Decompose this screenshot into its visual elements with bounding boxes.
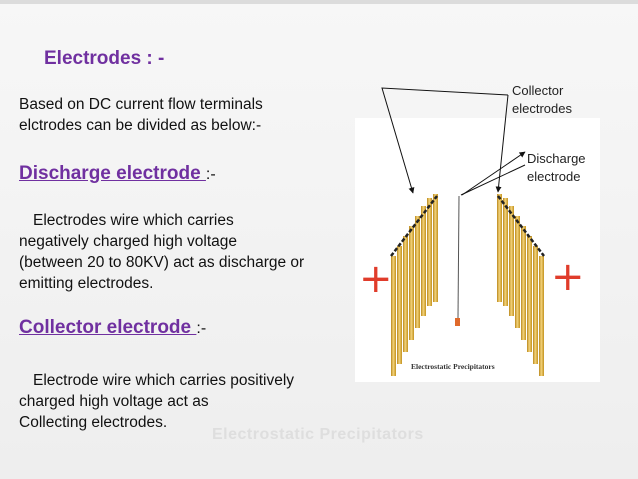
slide-heading: Electrodes : - (44, 48, 165, 69)
figure-caption: Electrostatic Precipitators (411, 362, 495, 371)
discharge-wire (455, 195, 460, 326)
intro-line-1: Based on DC current flow terminals (19, 96, 263, 113)
precipitator-diagram: + + (359, 194, 585, 376)
collector-electrode-heading: Collector electrode :- (19, 317, 206, 339)
figure-watermark: Electrostatic Precipitators (212, 426, 424, 443)
precipitator-figure: + + (355, 118, 600, 382)
collector-line-3: Collecting electrodes. (19, 414, 168, 431)
collector-electrode-title: Collector electrode (19, 317, 197, 338)
collector-line-1: Electrode wire which carries positively (33, 372, 295, 389)
callout-discharge-line-1: Discharge (527, 151, 586, 166)
discharge-description: Electrodes wire which carries negatively… (19, 210, 304, 294)
top-divider (0, 0, 638, 4)
callout-discharge-electrode: Discharge electrode (527, 150, 586, 186)
discharge-electrode-title: Discharge electrode (19, 163, 206, 184)
discharge-electrode-heading: Discharge electrode :- (19, 163, 216, 185)
plus-right-icon: + (551, 254, 585, 300)
collector-line-2: charged high voltage act as (19, 393, 209, 410)
discharge-electrode-suffix: :- (205, 166, 216, 183)
collector-electrode-suffix: :- (196, 320, 207, 337)
collector-description: Electrode wire which carries positively … (19, 370, 294, 433)
right-collector-plates (497, 194, 545, 376)
discharge-line-4: emitting electrodes. (19, 275, 154, 292)
intro-line-2: elctrodes can be divided as below:- (19, 117, 262, 134)
callout-collector-line-2: electrodes (512, 101, 572, 116)
callout-discharge-line-2: electrode (527, 169, 581, 184)
callout-collector-line-1: Collector (512, 83, 564, 98)
discharge-line-1: Electrodes wire which carries (33, 212, 234, 229)
left-collector-plates (390, 194, 438, 376)
callout-collector-electrodes: Collector electrodes (512, 82, 572, 118)
discharge-line-2: negatively charged high voltage (19, 233, 238, 250)
plus-left-icon: + (359, 256, 393, 302)
intro-text: Based on DC current flow terminals elctr… (19, 94, 263, 136)
discharge-line-3: (between 20 to 80KV) act as discharge or (19, 254, 305, 271)
